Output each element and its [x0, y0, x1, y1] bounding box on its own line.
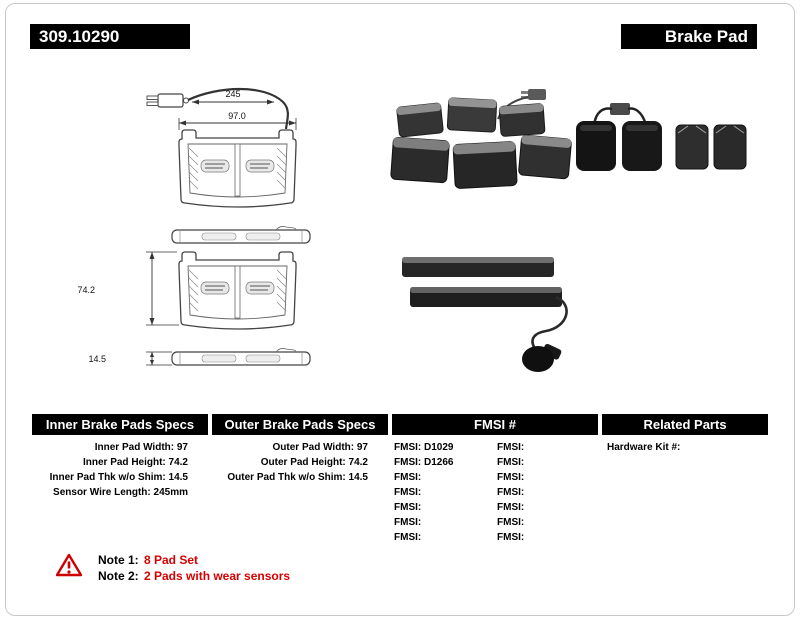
fmsi-right-subcolumn: FMSI: FMSI: FMSI: FMSI: FMSI: FMSI: FMSI… — [495, 440, 598, 545]
spec-row-sensor-wire: Sensor Wire Length: 245mm — [53, 487, 188, 498]
warning-triangle-icon — [56, 553, 82, 577]
spec-row-outer-width: Outer Pad Width: 97 — [272, 442, 368, 453]
pad-edge-view-2 — [171, 347, 311, 366]
note-2-text: 2 Pads with wear sensors — [144, 569, 291, 583]
fmsi-entry: FMSI: D1266 — [394, 457, 454, 468]
part-number-banner: 309.10290 — [30, 24, 190, 49]
fmsi-entry: FMSI: — [394, 502, 422, 513]
note-lines: Note 1: 8 Pad Set Note 2: 2 Pads with we… — [98, 552, 290, 584]
note-2-label: Note 2: — [98, 569, 139, 583]
sensor-wire-drawing — [187, 87, 289, 130]
product-type-banner: Brake Pad — [621, 24, 757, 49]
fmsi-entry: FMSI: D1029 — [394, 442, 454, 453]
note-1-label: Note 1: — [98, 553, 139, 567]
fmsi-entry: FMSI: — [497, 532, 525, 543]
fmsi-entry: FMSI: — [394, 472, 422, 483]
fmsi-entry: FMSI: — [497, 457, 525, 468]
fmsi-entry: FMSI: — [497, 502, 525, 513]
fmsi-header: FMSI # — [392, 414, 598, 435]
hardware-kit-row: Hardware Kit #: — [607, 442, 681, 453]
technical-drawings: 245 97.0 74.2 — [77, 87, 311, 366]
related-parts-header: Related Parts — [602, 414, 768, 435]
fmsi-entry: FMSI: — [394, 487, 422, 498]
note-row-1: Note 1: 8 Pad Set — [98, 552, 290, 568]
specs-column-inner: Inner Brake Pads Specs Inner Pad Width: … — [32, 414, 208, 500]
dim-pad-thickness: 14.5 — [88, 351, 172, 366]
spec-row-inner-thickness: Inner Pad Thk w/o Shim: 14.5 — [49, 472, 188, 483]
sensor-connector-drawing — [146, 93, 189, 108]
dim-sensor-wire: 245 — [192, 89, 274, 105]
inner-specs-header: Inner Brake Pads Specs — [32, 414, 208, 435]
fmsi-entry: FMSI: — [394, 517, 422, 528]
fmsi-left-subcolumn: FMSI: D1029 FMSI: D1266 FMSI: FMSI: FMSI… — [392, 440, 495, 545]
specs-column-outer: Outer Brake Pads Specs Outer Pad Width: … — [212, 414, 388, 485]
fmsi-entry: FMSI: — [497, 472, 525, 483]
photo-pad-set — [390, 89, 572, 189]
photo-pad-with-sensor — [402, 257, 568, 372]
pad-front-view-2 — [178, 251, 297, 330]
spec-row-outer-height: Outer Pad Height: 74.2 — [260, 457, 368, 468]
fmsi-column: FMSI # FMSI: D1029 FMSI: D1266 FMSI: FMS… — [392, 414, 598, 545]
fmsi-entry: FMSI: — [497, 517, 525, 528]
photo-sensor-pads — [576, 103, 747, 171]
dim-pad-height: 74.2 — [77, 251, 179, 326]
fmsi-entry: FMSI: — [394, 532, 422, 543]
fmsi-entry: FMSI: — [497, 487, 525, 498]
note-row-2: Note 2: 2 Pads with wear sensors — [98, 568, 290, 584]
page-border — [5, 3, 795, 616]
dim-pad-width: 97.0 — [178, 111, 297, 130]
outer-specs-header: Outer Brake Pads Specs — [212, 414, 388, 435]
product-type-text: Brake Pad — [664, 27, 748, 46]
part-number-text: 309.10290 — [39, 27, 120, 46]
dim-245-label: 245 — [225, 89, 240, 99]
product-photos — [390, 89, 747, 372]
fmsi-entry: FMSI: — [497, 442, 525, 453]
spec-row-inner-width: Inner Pad Width: 97 — [94, 442, 188, 453]
dim-74-label: 74.2 — [77, 285, 95, 295]
notes-section: Note 1: 8 Pad Set Note 2: 2 Pads with we… — [56, 552, 290, 584]
dim-97-label: 97.0 — [228, 111, 246, 121]
related-parts-column: Related Parts Hardware Kit #: — [602, 414, 768, 455]
pad-edge-view-1 — [171, 225, 311, 244]
spec-row-outer-thickness: Outer Pad Thk w/o Shim: 14.5 — [227, 472, 368, 483]
spec-row-inner-height: Inner Pad Height: 74.2 — [82, 457, 188, 468]
pad-front-view-1 — [178, 129, 297, 208]
dim-14-label: 14.5 — [88, 354, 106, 364]
note-1-text: 8 Pad Set — [144, 553, 199, 567]
